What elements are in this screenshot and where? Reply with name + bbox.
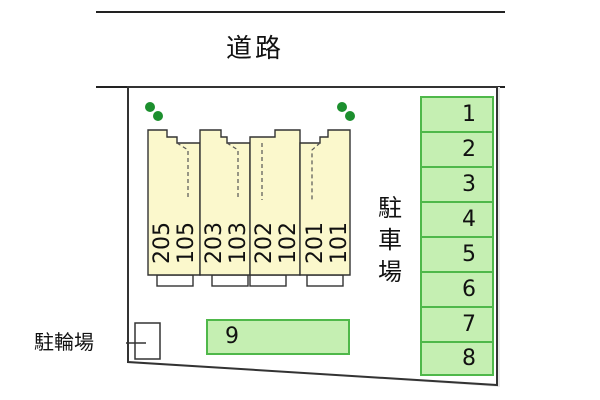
parking-label-char: 車 (378, 226, 402, 254)
tree-icon (337, 102, 355, 121)
parking-slot (420, 341, 494, 376)
unit-label-105: 105 (174, 222, 199, 264)
unit-201-101 (299, 129, 351, 276)
bicycle-parking-box (134, 322, 161, 360)
parking-slot-number: 5 (462, 242, 476, 267)
road-label: 道路 (225, 34, 284, 64)
tree-icon (145, 102, 163, 121)
unit-label-101: 101 (327, 222, 352, 264)
stair-lines (176, 142, 321, 200)
parking-slot (420, 131, 494, 168)
parking-slot-number: 8 (462, 346, 476, 371)
bicycle-parking-label: 駐輪場 (34, 330, 94, 354)
parking-slot (420, 201, 494, 238)
parking-area (420, 96, 494, 376)
parking-slot-number: 1 (462, 102, 476, 127)
parking-slot-number: 4 (462, 207, 476, 232)
unit-label-201: 201 (303, 222, 328, 264)
parking-slot-9-number: 9 (225, 324, 239, 349)
parking-slot (420, 306, 494, 343)
parking-slot-9 (206, 319, 350, 355)
unit-label-102: 102 (276, 222, 301, 264)
unit-label-203: 203 (202, 222, 227, 264)
unit-label-205: 205 (150, 222, 175, 264)
parking-slot-number: 6 (462, 277, 476, 302)
unit-label-103: 103 (226, 222, 251, 264)
parking-slot-number: 2 (462, 137, 476, 162)
parking-slot (420, 96, 494, 133)
parking-label-char: 駐 (378, 194, 402, 222)
unit-label-202: 202 (252, 222, 277, 264)
parking-label-char: 場 (378, 258, 402, 286)
parking-slot-number: 3 (462, 172, 476, 197)
parking-slot (420, 271, 494, 308)
parking-slot-number: 7 (462, 312, 476, 337)
